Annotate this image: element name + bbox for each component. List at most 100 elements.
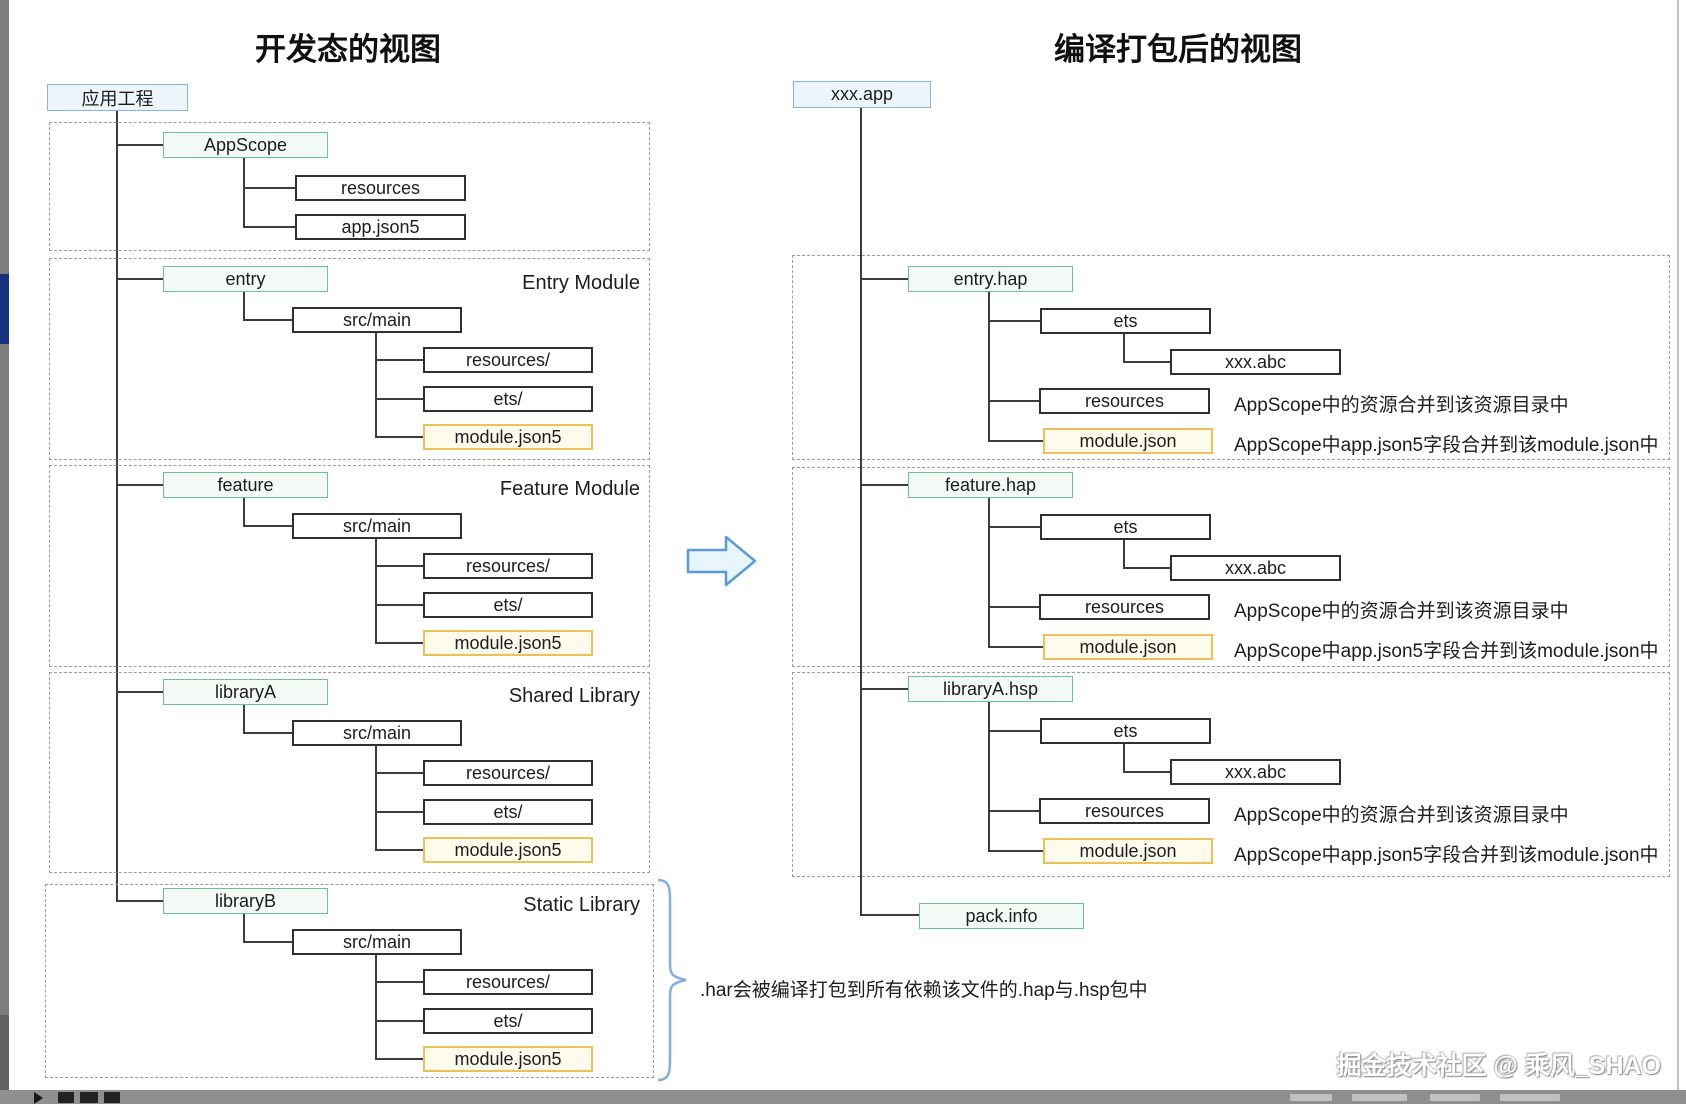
brace-icon — [657, 878, 687, 1082]
connector — [988, 526, 1040, 528]
connector — [375, 981, 423, 983]
node-entry-ets: ets/ — [423, 386, 593, 412]
group-feature — [49, 465, 650, 667]
connector — [243, 226, 295, 228]
scroll-indicator — [0, 274, 9, 344]
cutoff-glyph — [80, 1092, 98, 1103]
connector — [988, 498, 990, 648]
node-libraryA-module-json5: module.json5 — [423, 837, 593, 863]
connector — [988, 646, 1043, 648]
connector — [375, 811, 423, 813]
connector — [988, 292, 990, 442]
node-entry-hap: entry.hap — [908, 266, 1073, 292]
connector — [243, 914, 245, 942]
group-libraryA — [49, 672, 650, 873]
node-entry-hap-ets: ets — [1040, 308, 1211, 334]
connector — [243, 525, 292, 527]
connector — [1123, 744, 1125, 773]
connector — [988, 400, 1039, 402]
node-entry-hap-resources: resources — [1039, 388, 1210, 414]
connector — [988, 730, 1040, 732]
node-feature-hap-abc: xxx.abc — [1170, 555, 1341, 581]
connector — [375, 642, 423, 644]
node-libraryB-srcmain: src/main — [292, 929, 462, 955]
note-module-merge: AppScope中app.json5字段合并到该module.json中 — [1234, 641, 1659, 662]
left-edge-strip-dark — [0, 1015, 9, 1104]
note-module-merge: AppScope中app.json5字段合并到该module.json中 — [1234, 435, 1659, 456]
connector — [116, 278, 163, 280]
connector — [243, 941, 292, 943]
note-resources-merge: AppScope中的资源合并到该资源目录中 — [1234, 395, 1569, 416]
cutoff-glyph — [1430, 1094, 1480, 1101]
connector — [860, 688, 908, 690]
connector — [988, 702, 990, 852]
node-feature-resources: resources/ — [423, 553, 593, 579]
right-trunk-line — [860, 108, 862, 916]
watermark: 掘金技术社区 @ 乘风_SHAO — [1336, 1052, 1661, 1080]
node-libraryB: libraryB — [163, 888, 328, 914]
label-static-library: Static Library — [523, 894, 640, 916]
connector — [375, 604, 423, 606]
connector — [243, 705, 245, 733]
cutoff-glyph — [58, 1092, 74, 1103]
node-appscope: AppScope — [163, 132, 328, 158]
node-feature-hap-ets: ets — [1040, 514, 1211, 540]
connector — [116, 144, 163, 146]
connector — [375, 1020, 423, 1022]
node-libraryA-ets: ets/ — [423, 799, 593, 825]
node-libraryA-hsp: libraryA.hsp — [908, 676, 1073, 702]
left-trunk-line — [116, 111, 118, 901]
connector — [860, 914, 919, 916]
group-entry-hap — [792, 255, 1670, 460]
connector — [243, 498, 245, 526]
left-edge-strip — [0, 0, 9, 1104]
connector — [375, 359, 423, 361]
node-app-json5: app.json5 — [295, 214, 466, 240]
connector — [375, 332, 377, 438]
group-libraryB — [45, 884, 654, 1078]
left-view-title: 开发态的视图 — [255, 32, 441, 67]
node-entry-hap-abc: xxx.abc — [1170, 349, 1341, 375]
connector — [860, 484, 908, 486]
node-entry: entry — [163, 266, 328, 292]
connector — [116, 691, 163, 693]
node-libraryA-hsp-ets: ets — [1040, 718, 1211, 744]
connector — [1123, 540, 1125, 569]
node-libraryA-srcmain: src/main — [292, 720, 462, 746]
node-entry-module-json5: module.json5 — [423, 424, 593, 450]
connector — [243, 319, 292, 321]
node-entry-resources: resources/ — [423, 347, 593, 373]
cutoff-glyph — [1290, 1094, 1332, 1101]
connector — [988, 606, 1039, 608]
play-icon — [34, 1092, 43, 1104]
group-entry — [49, 258, 650, 460]
bottom-bar — [0, 1090, 1686, 1104]
node-libraryA-hsp-abc: xxx.abc — [1170, 759, 1341, 785]
connector — [375, 772, 423, 774]
node-feature: feature — [163, 472, 328, 498]
node-feature-srcmain: src/main — [292, 513, 462, 539]
node-libraryB-module-json5: module.json5 — [423, 1046, 593, 1072]
node-entry-srcmain: src/main — [292, 307, 462, 333]
group-feature-hap — [792, 467, 1670, 667]
connector — [375, 565, 423, 567]
connector — [116, 484, 163, 486]
connector — [375, 1058, 423, 1060]
node-libraryB-ets: ets/ — [423, 1008, 593, 1034]
node-appscope-resources: resources — [295, 175, 466, 201]
cutoff-glyph — [1500, 1094, 1560, 1101]
note-module-merge: AppScope中app.json5字段合并到该module.json中 — [1234, 845, 1659, 866]
node-app-project: 应用工程 — [47, 84, 188, 111]
connector — [988, 440, 1043, 442]
connector — [988, 320, 1040, 322]
cutoff-glyph — [104, 1092, 120, 1103]
right-arrow-icon — [686, 535, 757, 587]
node-xxx-app: xxx.app — [793, 81, 931, 108]
connector — [375, 436, 423, 438]
node-feature-hap-module-json: module.json — [1043, 634, 1213, 660]
connector — [116, 900, 163, 902]
connector — [1123, 334, 1125, 363]
node-libraryA-resources: resources/ — [423, 760, 593, 786]
node-feature-hap: feature.hap — [908, 472, 1073, 498]
